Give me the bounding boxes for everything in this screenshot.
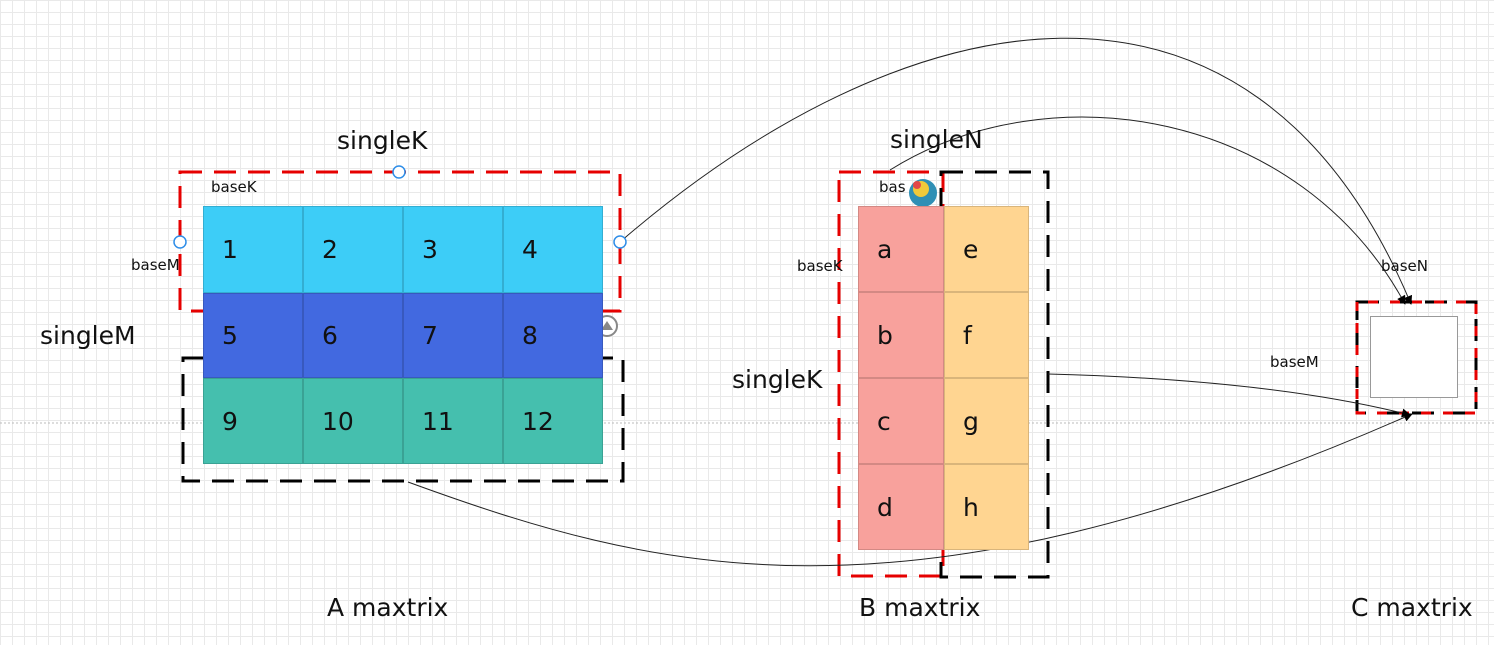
c-basen-label: baseN [1381, 257, 1428, 275]
b-basek-label: baseK [797, 257, 843, 275]
a-cell-7[interactable]: 7 [403, 293, 503, 378]
b-to-c-top-curve [889, 116, 1406, 305]
b-basen-label: bas [879, 178, 906, 196]
c-basem-label: baseM [1270, 353, 1319, 371]
b-matrix-title: B maxtrix [859, 593, 981, 622]
a-singlem-label: singleM [40, 321, 136, 350]
b-cell-e[interactable]: e [944, 206, 1029, 292]
a-basem-label: baseM [131, 256, 180, 274]
a-to-c-top-curve [619, 37, 1413, 305]
b-cell-h[interactable]: h [944, 464, 1029, 550]
a-cell-2[interactable]: 2 [303, 206, 403, 293]
b-cell-d[interactable]: d [858, 464, 944, 550]
handle-right [613, 235, 627, 249]
a-singlek-label: singleK [337, 126, 428, 155]
c-matrix-box[interactable] [1370, 316, 1458, 398]
b-cell-f[interactable]: f [944, 292, 1029, 378]
a-cell-4[interactable]: 4 [503, 206, 603, 293]
handle-top [392, 165, 406, 179]
b-to-c-bottom-curve [1047, 373, 1411, 418]
c-basen-frame [1355, 300, 1478, 415]
a-cell-5[interactable]: 5 [203, 293, 303, 378]
b-cell-g[interactable]: g [944, 378, 1029, 464]
b-singlen-label: singleN [890, 125, 983, 154]
a-matrix-title: A maxtrix [327, 593, 449, 622]
a-cell-12[interactable]: 12 [503, 378, 603, 464]
a-cell-6[interactable]: 6 [303, 293, 403, 378]
b-singlek-label: singleK [732, 365, 823, 394]
a-cell-1[interactable]: 1 [203, 206, 303, 293]
a-cell-3[interactable]: 3 [403, 206, 503, 293]
a-cell-9[interactable]: 9 [203, 378, 303, 464]
c-matrix-title: C maxtrix [1351, 593, 1473, 622]
a-cell-8[interactable]: 8 [503, 293, 603, 378]
b-cell-b[interactable]: b [858, 292, 944, 378]
handle-left [173, 235, 187, 249]
a-cell-11[interactable]: 11 [403, 378, 503, 464]
a-to-c-bottom-curve [407, 413, 1413, 567]
a-cell-10[interactable]: 10 [303, 378, 403, 464]
b-cell-a[interactable]: a [858, 206, 944, 292]
a-basek-label: baseK [211, 178, 257, 196]
b-cell-c[interactable]: c [858, 378, 944, 464]
